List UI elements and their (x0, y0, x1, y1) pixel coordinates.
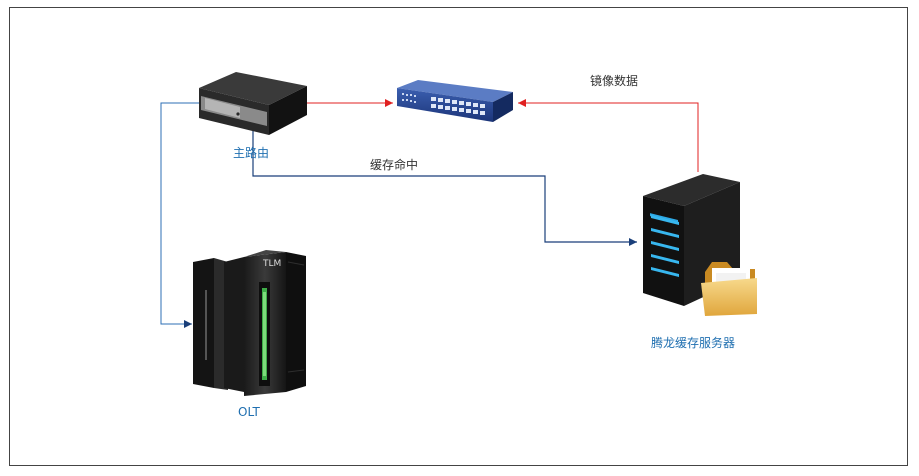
olt-rack-icon: TLM (193, 250, 306, 396)
switch-icon (397, 80, 513, 122)
cache-server-label: 腾龙缓存服务器 (651, 336, 736, 350)
link-router-to-olt (160, 102, 199, 328)
cache-hit-label: 缓存命中 (370, 158, 419, 172)
link-router-to-server (252, 105, 637, 246)
folder-icon (701, 262, 757, 316)
connections (160, 99, 699, 328)
diagram-frame (9, 7, 908, 466)
main-router-label: 主路由 (233, 146, 270, 160)
router-icon (199, 72, 307, 135)
olt-label: OLT (238, 405, 260, 419)
link-server-to-switch (518, 99, 699, 172)
mirror-data-label: 镜像数据 (590, 74, 639, 88)
olt-badge: TLM (262, 259, 281, 269)
